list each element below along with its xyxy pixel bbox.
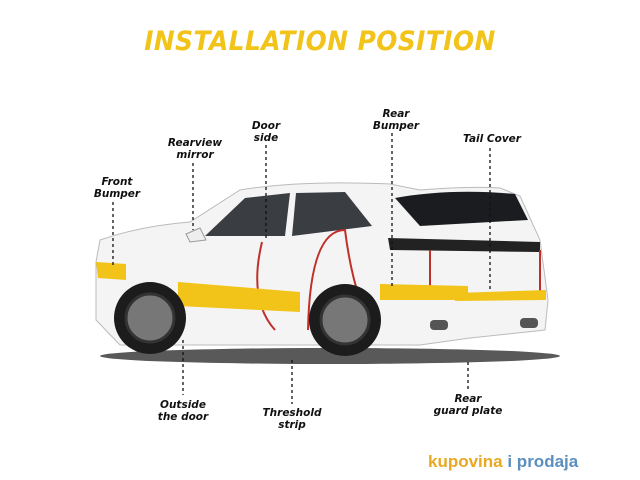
rear-bumper-strip <box>380 284 468 300</box>
door-edge-strip <box>307 228 361 331</box>
leader-lines <box>112 133 491 404</box>
watermark-part2: i prodaja <box>507 452 579 471</box>
rear-window <box>292 192 372 236</box>
exhaust <box>430 320 448 330</box>
label-front-bumper: Front Bumper <box>93 176 141 200</box>
watermark: kupovina i prodaja <box>428 452 578 472</box>
rear-guard-strip <box>455 290 546 301</box>
front-bumper-strip <box>96 262 126 280</box>
outside-door-strip <box>178 282 300 312</box>
label-rear-guard-plate: Rear guard plate <box>433 393 503 417</box>
label-threshold-strip: Threshold strip <box>262 407 322 431</box>
label-door-side: Door side <box>251 120 281 144</box>
mirror <box>185 227 207 243</box>
label-outside-door: Outside the door <box>157 399 209 423</box>
rear-windshield <box>395 191 528 226</box>
page-title: INSTALLATION POSITION <box>144 26 496 57</box>
watermark-part1: kupovina <box>428 452 503 471</box>
label-rearview-mirror: Rearview mirror <box>167 137 223 161</box>
label-tail-cover: Tail Cover <box>463 133 521 145</box>
tail-light <box>388 238 540 252</box>
front-window <box>205 193 290 236</box>
car-shadow <box>100 348 560 364</box>
label-rear-bumper: Rear Bumper <box>372 108 420 132</box>
